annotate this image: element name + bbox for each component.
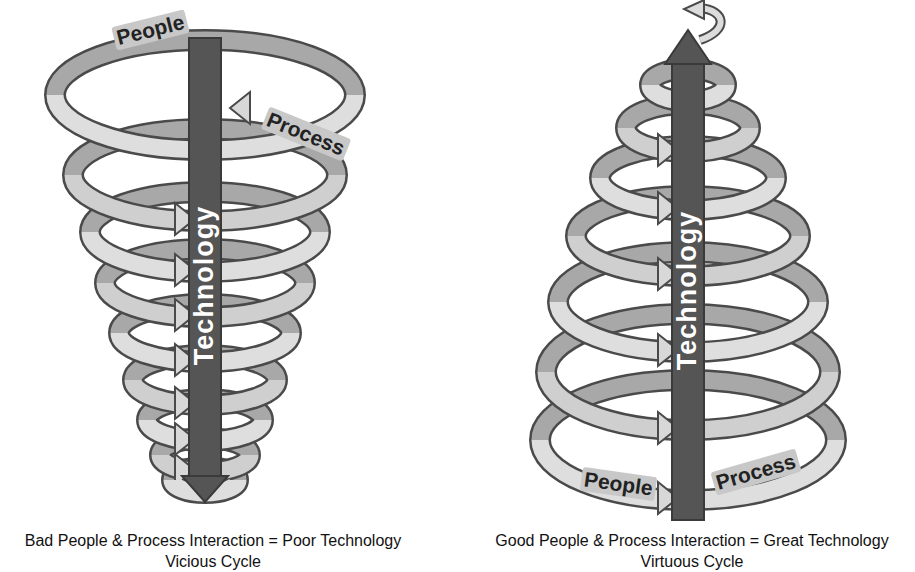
technology-label: Technology xyxy=(672,210,703,370)
ribbon-arrowhead xyxy=(230,92,250,124)
technology-bar xyxy=(189,38,221,478)
technology-label: Technology xyxy=(189,205,220,365)
technology-arrowhead xyxy=(665,30,711,64)
technology-arrowhead xyxy=(182,476,228,502)
technology-bar xyxy=(672,62,704,520)
curl-arrowhead xyxy=(684,0,704,19)
caption-text: Bad People & Process Interaction = Poor … xyxy=(25,532,401,550)
caption-text: Vicious Cycle xyxy=(165,553,261,571)
caption-text: Good People & Process Interaction = Grea… xyxy=(495,532,888,550)
caption-text: Virtuous Cycle xyxy=(641,553,744,571)
